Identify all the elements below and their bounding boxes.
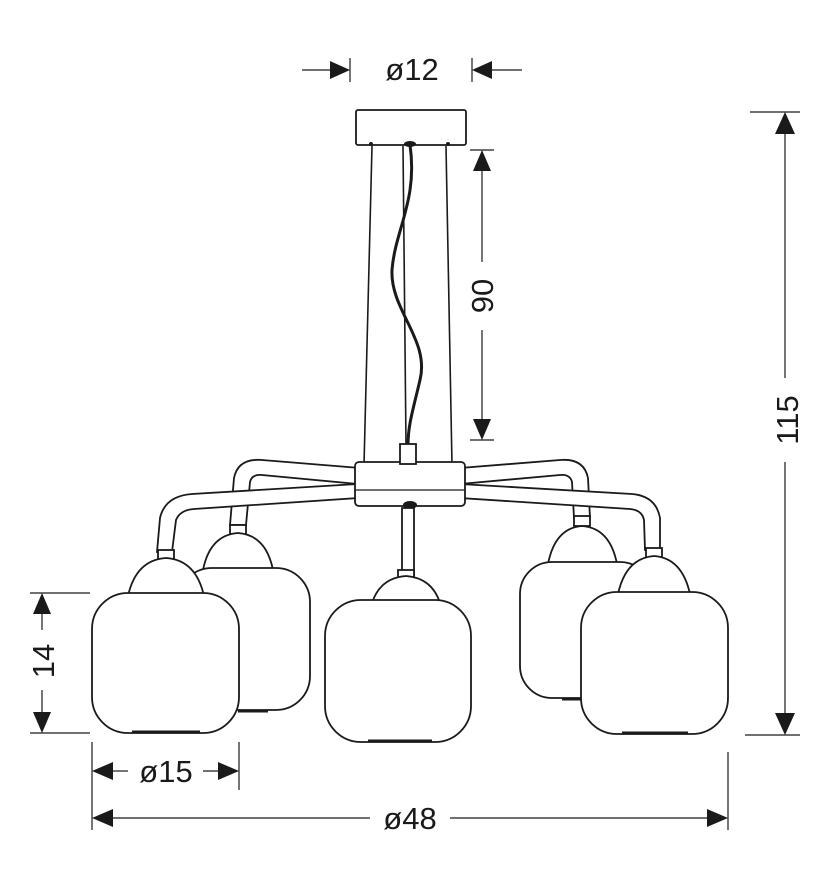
total-diameter-label: ø48 xyxy=(383,801,436,836)
central-hub xyxy=(354,443,466,509)
rod-length-label: 90 xyxy=(465,279,500,313)
dimension-shade-height: 14 xyxy=(26,592,90,734)
ceiling-canopy xyxy=(355,109,467,147)
dimension-canopy-diameter: ø12 xyxy=(302,52,522,87)
shade-height-label: 14 xyxy=(26,644,61,678)
total-height-label: 115 xyxy=(770,395,805,444)
front-right-shade xyxy=(580,547,729,735)
dimension-shade-diameter: ø15 xyxy=(91,742,240,790)
dimension-rod-length: 90 xyxy=(465,149,500,441)
canopy-diameter-label: ø12 xyxy=(385,52,438,87)
dimension-total-diameter: ø48 xyxy=(91,752,729,836)
dimension-total-height: 115 xyxy=(745,111,805,736)
power-cable xyxy=(390,144,424,446)
center-shade xyxy=(324,569,472,743)
front-left-shade xyxy=(91,549,240,734)
suspension-rods xyxy=(363,145,453,466)
shade-diameter-label: ø15 xyxy=(139,754,192,789)
center-stem xyxy=(401,507,415,576)
